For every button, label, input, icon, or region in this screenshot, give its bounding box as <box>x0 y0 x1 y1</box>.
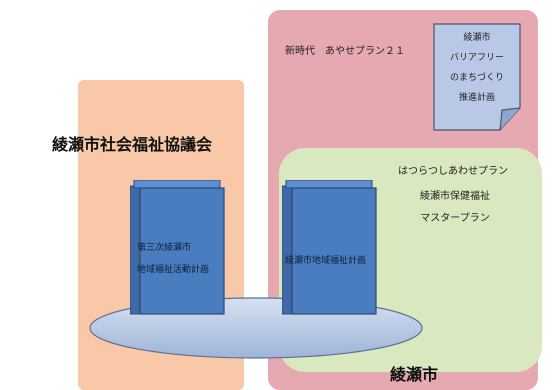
vision-plan-label: 新時代 あやせプラン２１ <box>285 46 405 57</box>
doc-line: のまちづくり <box>449 73 504 83</box>
doc-line: バリアフリー <box>449 53 504 63</box>
health-plan-text: 綾瀬市保健福祉マスタープラン <box>420 191 490 224</box>
book-1 <box>130 180 225 315</box>
document-icon <box>433 23 521 131</box>
doc-line: 綾瀬市 <box>463 33 491 43</box>
city-label: 綾瀬市 <box>390 365 439 384</box>
book-1-title: 第三次綾瀬市 地域福祉活動計画 <box>137 237 209 281</box>
council-label: 綾瀬市社会福祉協議会 <box>52 135 213 154</box>
book-line: 第三次綾瀬市 <box>137 243 192 253</box>
book-line: 地域福祉活動計画 <box>137 265 210 275</box>
doc-line: 推進計画 <box>458 93 495 103</box>
book-2-title: 綾瀬市地域福祉計画 <box>285 256 367 266</box>
health-welfare-plan-label: 綾瀬市保健福祉マスタープラン <box>410 186 500 230</box>
barrier-free-plan: 綾瀬市 バリアフリー のまちづくり 推進計画 <box>432 28 522 108</box>
book-2 <box>282 180 377 315</box>
welfare-plan-label: はつらつしあわせプラン <box>398 166 508 177</box>
